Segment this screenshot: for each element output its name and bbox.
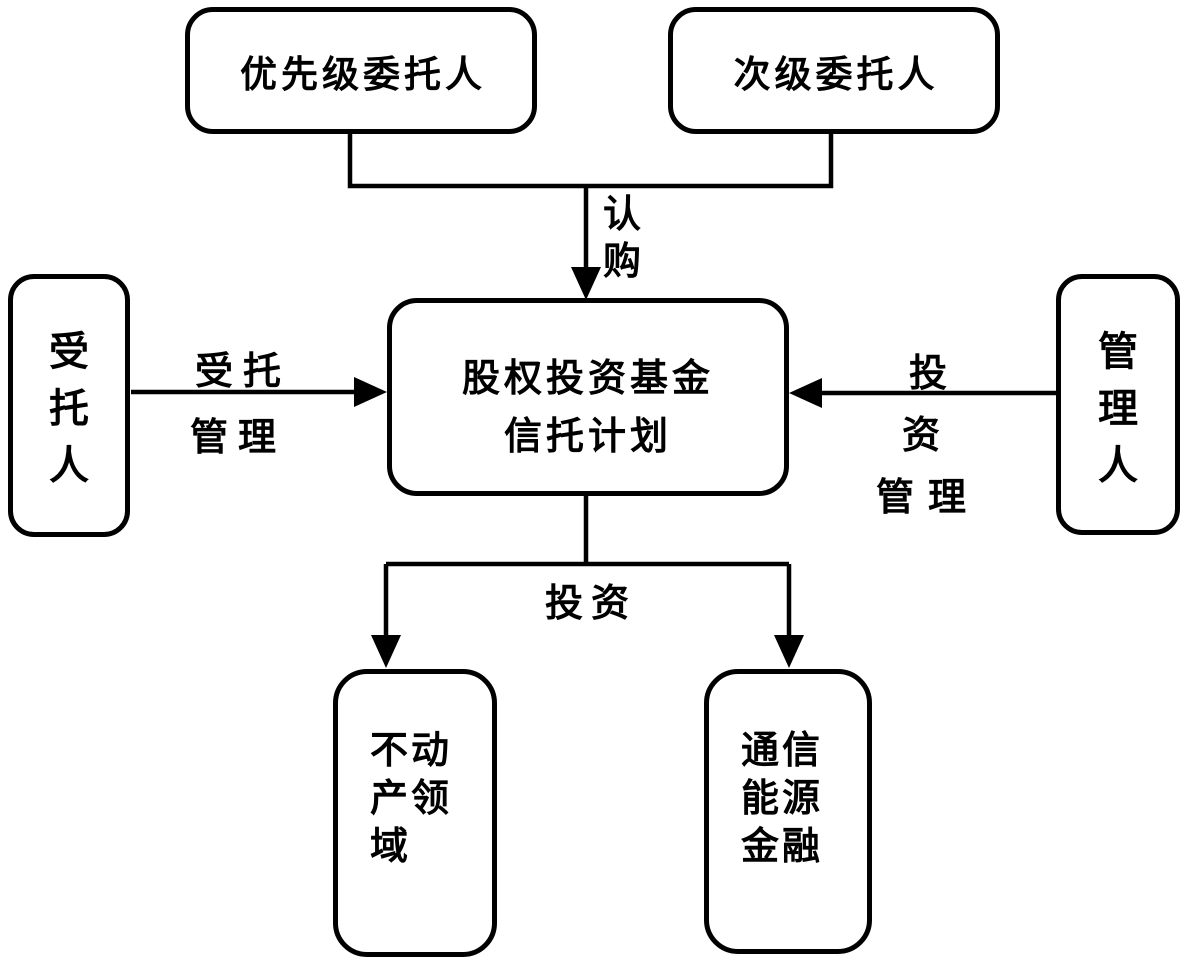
arrowhead-down-icon — [774, 635, 804, 668]
node-real-estate: 不动 产领 域 — [333, 669, 497, 957]
arrowhead-down-icon — [371, 635, 401, 668]
node-comm-energy-finance: 通信 能源 金融 — [704, 669, 872, 954]
arrowhead-down-icon — [571, 267, 601, 300]
edge-label-investment-management: 投资 管理 — [876, 350, 981, 519]
node-manager: 管 理 人 — [1056, 274, 1180, 535]
edge-label-entrusted-management: 受托 管理 — [189, 348, 291, 459]
node-trustee: 受 托 人 — [8, 274, 130, 537]
node-priority-principal: 优先级委托人 — [185, 7, 537, 134]
edge-label-subscribe: 认 购 — [602, 191, 641, 283]
arrowhead-right-icon — [354, 377, 387, 407]
node-trust-plan: 股权投资基金 信托计划 — [387, 298, 789, 496]
arrowhead-left-icon — [789, 378, 822, 408]
edge-label-invest: 投资 — [544, 580, 637, 625]
top-joiner-line — [347, 133, 834, 189]
node-subordinate-principal: 次级委托人 — [668, 7, 1000, 134]
bottom-branch-line — [383, 494, 792, 638]
